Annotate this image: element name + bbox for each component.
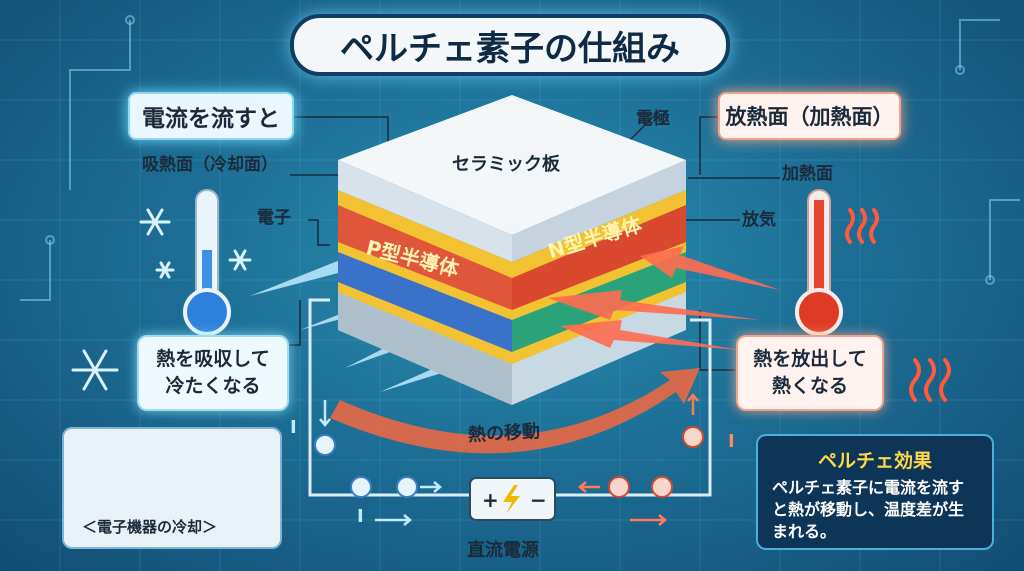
- release-hot-line1: 熱を放出して: [753, 348, 867, 370]
- heat-transfer-arrow: [330, 368, 700, 454]
- heat-absorbing-surface-label: 吸熱面（冷却面）: [142, 155, 278, 175]
- absorb-cold-line1: 熱を吸収して: [156, 348, 270, 370]
- current-symbol-right: I: [728, 431, 735, 452]
- heat-release-label: 放気: [742, 210, 776, 230]
- current-symbol-bottom: I: [357, 506, 364, 527]
- heating-surface-label: 加熱面: [782, 164, 833, 184]
- peltier-effect-title: ペルチェ効果: [817, 450, 932, 472]
- absorb-cold-callout: 熱を吸収して 冷たくなる: [137, 335, 289, 411]
- when-current-flows-label: 電流を流すと: [128, 92, 294, 140]
- electronics-cooling-panel: [62, 427, 282, 549]
- absorb-cold-line2: 冷たくなる: [165, 375, 261, 397]
- dc-power-source-icon: + −: [469, 477, 556, 521]
- dc-power-label: 直流電源: [467, 540, 539, 561]
- svg-text:+: +: [482, 488, 499, 512]
- electronics-cooling-caption: ＜電子機器の冷却＞: [82, 518, 218, 536]
- page-title: ペルチェ素子の仕組み: [290, 14, 730, 76]
- release-hot-line2: 熱くなる: [771, 375, 848, 397]
- electron-label: 電子: [257, 208, 291, 228]
- release-hot-callout: 熱を放出して 熱くなる: [736, 335, 884, 411]
- svg-text:−: −: [530, 488, 547, 512]
- heat-transfer-label: 熱の移動: [467, 421, 541, 446]
- electron-particles: [314, 426, 704, 498]
- current-symbol-left: I: [290, 417, 297, 438]
- electrode-label: 電極: [636, 109, 670, 129]
- hot-flow-arrows: [548, 246, 780, 350]
- peltier-module: [338, 95, 686, 405]
- heat-wave-icon: [845, 208, 951, 402]
- peltier-effect-body: ペルチェ素子に電流を流すと熱が移動し、温度差が生まれる。: [772, 478, 965, 541]
- cold-thermometer-icon: [183, 189, 231, 336]
- hot-thermometer-icon: [795, 189, 843, 336]
- heat-dissipating-surface-label: 放熱面（加熱面）: [718, 92, 901, 140]
- ceramic-plate-label: セラミック板: [452, 154, 560, 175]
- snowflake-icon: [71, 208, 252, 391]
- peltier-effect-panel: ペルチェ効果 ペルチェ素子に電流を流すと熱が移動し、温度差が生まれる。: [756, 434, 994, 550]
